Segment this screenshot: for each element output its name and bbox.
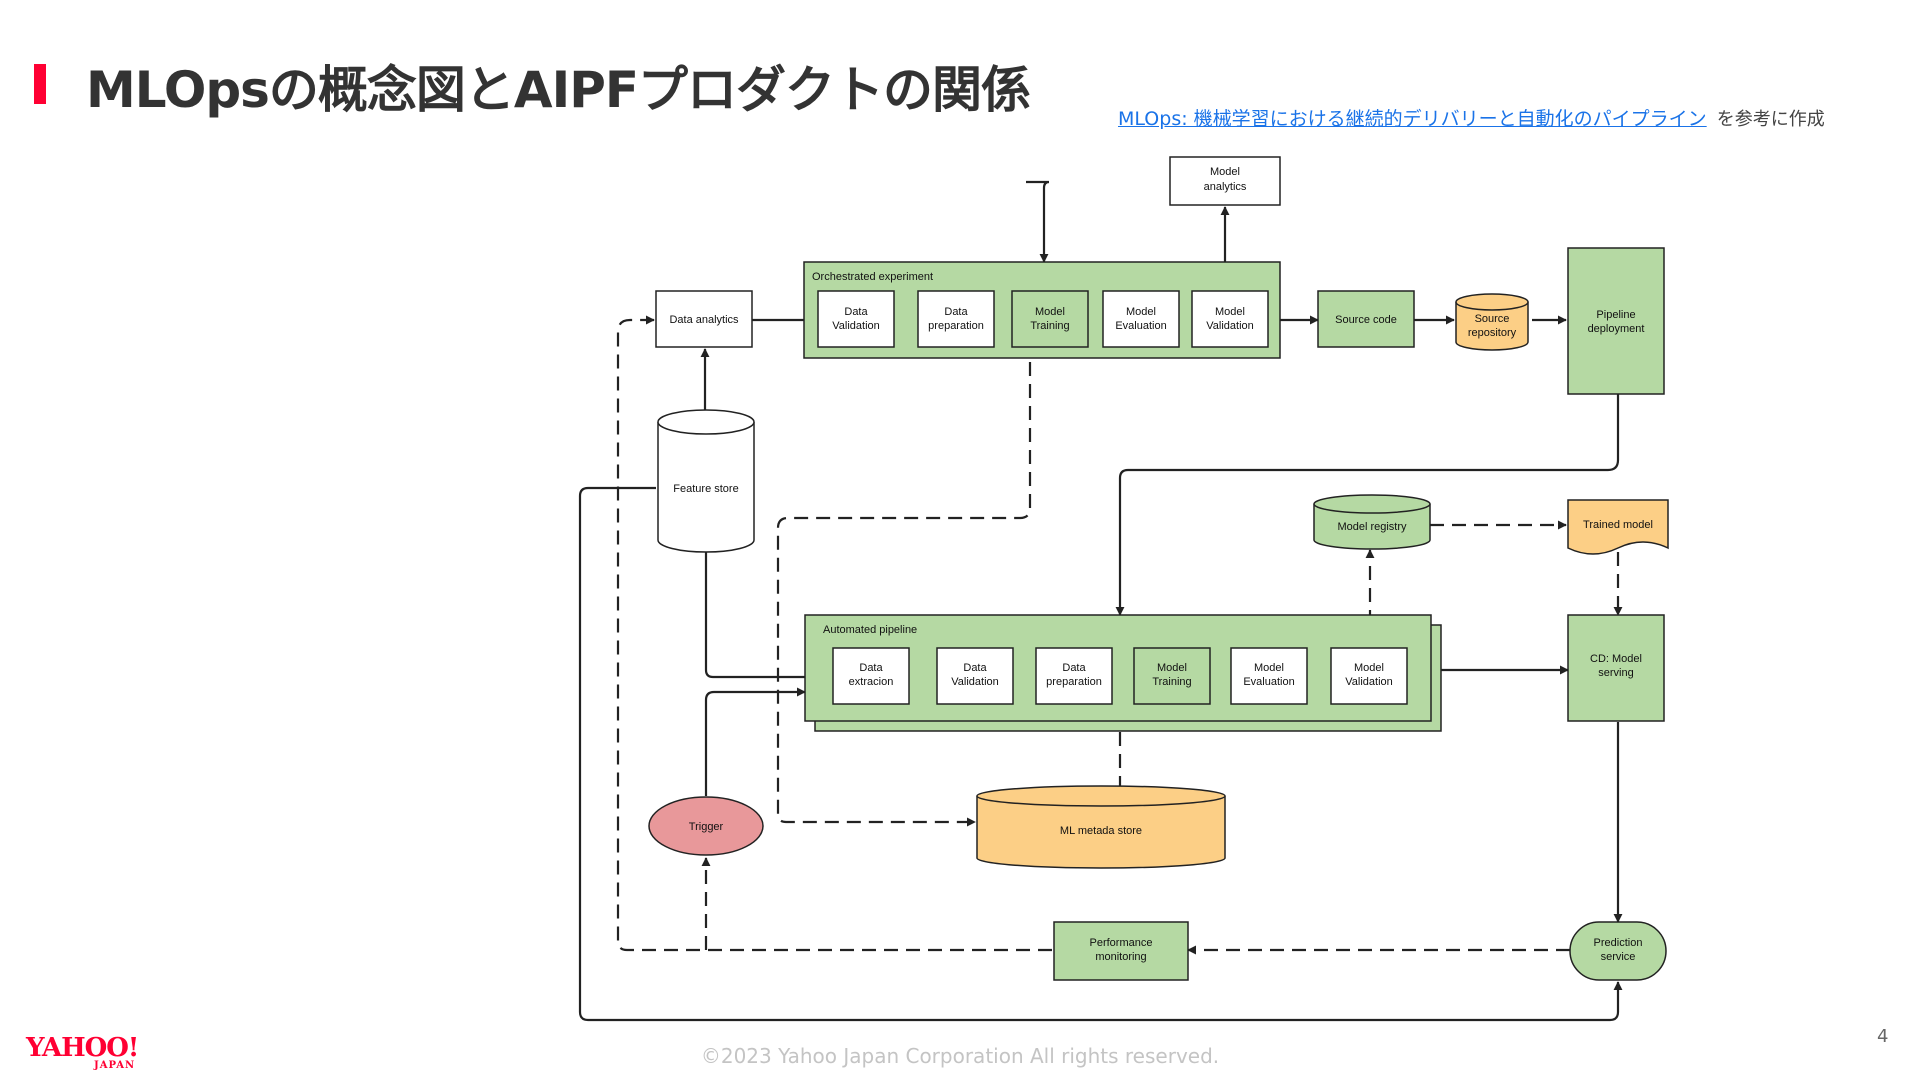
auto-step-model-validation: Model Validation (1330, 647, 1408, 705)
automated-pipeline-label: Automated pipeline (823, 624, 917, 636)
ml-metadata-store-label: ML metada store (1060, 825, 1142, 837)
auto-step-label-4b: Training (1152, 676, 1191, 688)
auto-step-label-2a: Data (963, 662, 987, 674)
orch-step-label-3a: Model (1035, 306, 1065, 318)
model-analytics-label-2: analytics (1204, 181, 1247, 193)
prediction-service-shape (1569, 921, 1667, 981)
auto-step-model-training: Model Training (1133, 647, 1211, 705)
auto-step-model-evaluation: Model Evaluation (1230, 647, 1308, 705)
auto-step-label-1b: extracion (849, 676, 894, 688)
auto-step-label-6a: Model (1354, 662, 1384, 674)
model-analytics-box (1169, 156, 1281, 206)
arrow-analytics-to-orchestrated (1026, 180, 1050, 263)
pipeline-deployment-box (1567, 247, 1665, 395)
trained-model-label: Trained model (1583, 519, 1653, 531)
orch-step-label-1b: Validation (832, 320, 880, 332)
page-title: MLOpsの概念図とAIPFプロダクトの関係 (86, 61, 1031, 119)
page-number: 4 (1877, 1026, 1889, 1047)
model-analytics-label-1: Model (1210, 166, 1240, 178)
auto-step-data-preparation: Data preparation (1035, 647, 1113, 705)
auto-step-label-4a: Model (1157, 662, 1187, 674)
auto-step-label-3a: Data (1062, 662, 1086, 674)
performance-monitoring-box (1053, 921, 1189, 981)
feature-store-cylinder: Feature store (657, 409, 755, 553)
orch-step-label-4a: Model (1126, 306, 1156, 318)
source-code-box (1317, 290, 1415, 348)
reference-line: MLOps: 機械学習における継続的デリバリーと自動化のパイプライン を参考に作… (1118, 104, 1825, 131)
auto-step-label-5a: Model (1254, 662, 1284, 674)
orch-step-label-4b: Evaluation (1115, 320, 1166, 332)
model-registry-label: Model registry (1337, 521, 1407, 533)
performance-monitoring-label-1: Performance (1090, 937, 1153, 949)
auto-step-label-6b: Validation (1345, 676, 1393, 688)
pipeline-deployment-label-1: Pipeline (1596, 309, 1635, 321)
copyright-footer: ©2023 Yahoo Japan Corporation All rights… (700, 1044, 1220, 1068)
reference-suffix: を参考に作成 (1716, 109, 1825, 130)
arrow-deployment-to-automated (1115, 394, 1620, 616)
pipeline-deployment-label-2: deployment (1588, 323, 1645, 335)
orch-step-data-preparation: Data preparation (917, 290, 995, 348)
orch-step-model-validation: Model Validation (1191, 290, 1269, 348)
orch-step-label-3b: Training (1030, 320, 1069, 332)
trigger-ellipse (648, 796, 764, 856)
cd-model-serving-label-2: serving (1598, 667, 1633, 679)
trigger-label: Trigger (689, 821, 724, 833)
reference-link[interactable]: MLOps: 機械学習における継続的デリバリーと自動化のパイプライン (1118, 108, 1707, 130)
performance-monitoring-label-2: monitoring (1095, 951, 1146, 963)
title-accent-bar (34, 64, 46, 104)
source-code-label: Source code (1335, 314, 1397, 326)
auto-step-label-5b: Evaluation (1243, 676, 1294, 688)
auto-step-label-2b: Validation (951, 676, 999, 688)
cd-model-serving-box (1567, 614, 1665, 722)
yahoo-japan-logo: YAHOO! JAPAN (26, 1033, 148, 1072)
auto-step-label-3b: preparation (1046, 676, 1102, 688)
orch-step-label-2b: preparation (928, 320, 984, 332)
orch-step-label-2a: Data (944, 306, 968, 318)
data-analytics-label: Data analytics (669, 314, 739, 326)
source-repository-cylinder: Source repository (1455, 293, 1529, 351)
data-analytics-box (655, 290, 753, 348)
logo-main-text: YAHOO! (26, 1033, 139, 1063)
feature-store-label: Feature store (673, 483, 738, 495)
arrow-feature-store-to-prediction (578, 486, 1623, 1022)
orch-step-label-5a: Model (1215, 306, 1245, 318)
trained-model-document: Trained model (1567, 499, 1669, 555)
orch-step-label-5b: Validation (1206, 320, 1254, 332)
prediction-service-label-1: Prediction (1594, 937, 1643, 949)
auto-step-label-1a: Data (859, 662, 883, 674)
logo-sub-text: JAPAN (94, 1060, 136, 1071)
dashed-orchestrated-to-metadata (776, 362, 1032, 827)
source-repository-label-2: repository (1468, 327, 1517, 339)
cd-model-serving-label-1: CD: Model (1590, 653, 1642, 665)
prediction-service-label-2: service (1601, 951, 1636, 963)
arrow-feature-store-to-automated (704, 550, 834, 682)
orch-step-data-validation: Data Validation (817, 290, 895, 348)
orch-step-label-1a: Data (844, 306, 868, 318)
orchestrated-experiment-label: Orchestrated experiment (812, 271, 933, 283)
auto-step-data-validation: Data Validation (936, 647, 1014, 705)
arrow-trigger-to-automated (704, 687, 806, 796)
orch-step-model-evaluation: Model Evaluation (1102, 290, 1180, 348)
source-repository-label-1: Source (1475, 313, 1510, 325)
model-registry-cylinder: Model registry (1313, 494, 1431, 550)
auto-step-data-extraction: Data extracion (832, 647, 910, 705)
ml-metadata-store-cylinder: ML metada store (976, 785, 1226, 869)
dashed-monitoring-to-data-analytics (616, 315, 1052, 952)
orch-step-model-training: Model Training (1011, 290, 1089, 348)
